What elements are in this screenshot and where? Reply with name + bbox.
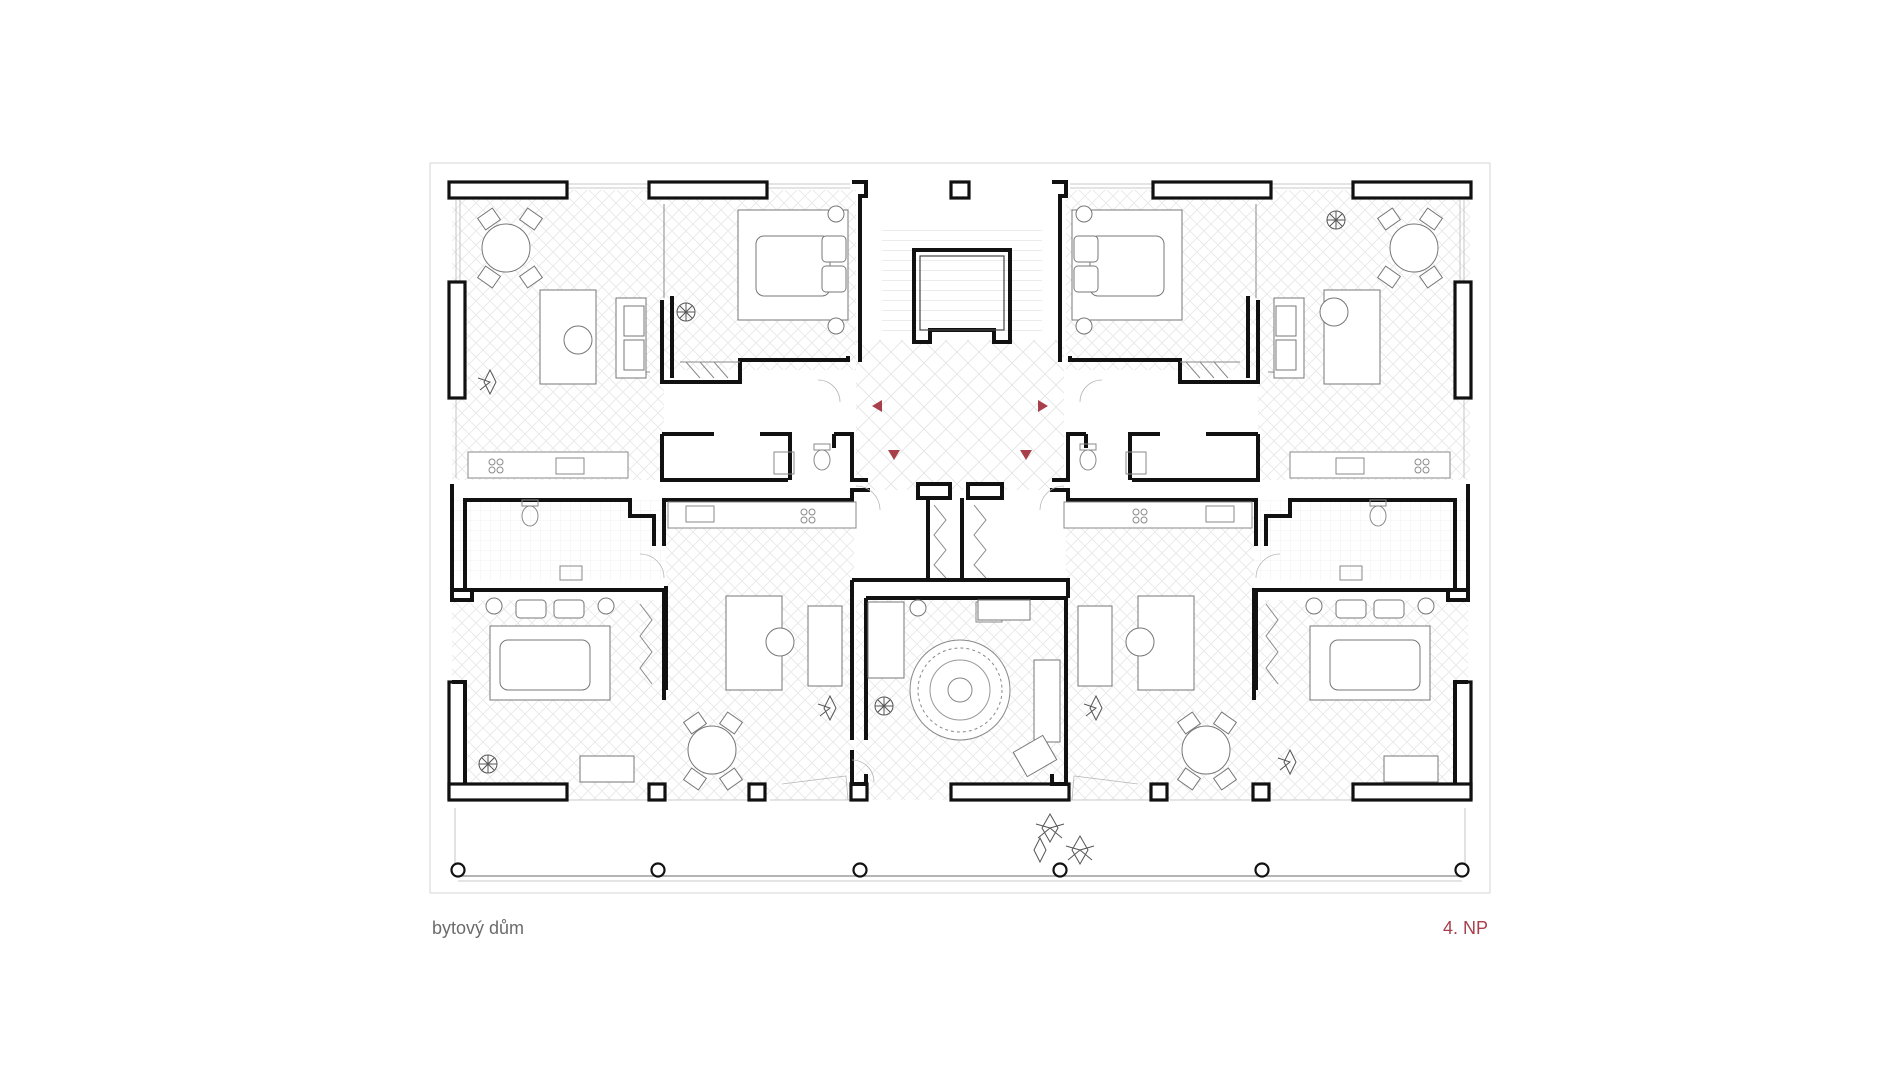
- column-circle: [852, 862, 868, 878]
- exterior-walls: [447, 180, 1473, 802]
- column-circle: [450, 862, 466, 878]
- interior-walls: [450, 180, 1470, 786]
- plant-icon: [477, 210, 1346, 866]
- column-circle: [1052, 862, 1068, 878]
- drawing-frame: [429, 162, 1491, 894]
- column-circle: [1254, 862, 1270, 878]
- building-type-caption: bytový dům: [432, 918, 525, 938]
- bathrooms: [521, 443, 1387, 581]
- furniture: [476, 205, 1444, 801]
- columns: [450, 862, 1470, 878]
- column-circle: [1454, 862, 1470, 878]
- triangle-marker: [872, 400, 1048, 460]
- column-circle: [650, 862, 666, 878]
- round-rug: [909, 639, 1011, 741]
- windows: [455, 183, 1465, 801]
- kitchens: [467, 451, 1451, 529]
- floor-level-caption: 4. NP: [1442, 918, 1488, 938]
- balcony: [454, 808, 1466, 882]
